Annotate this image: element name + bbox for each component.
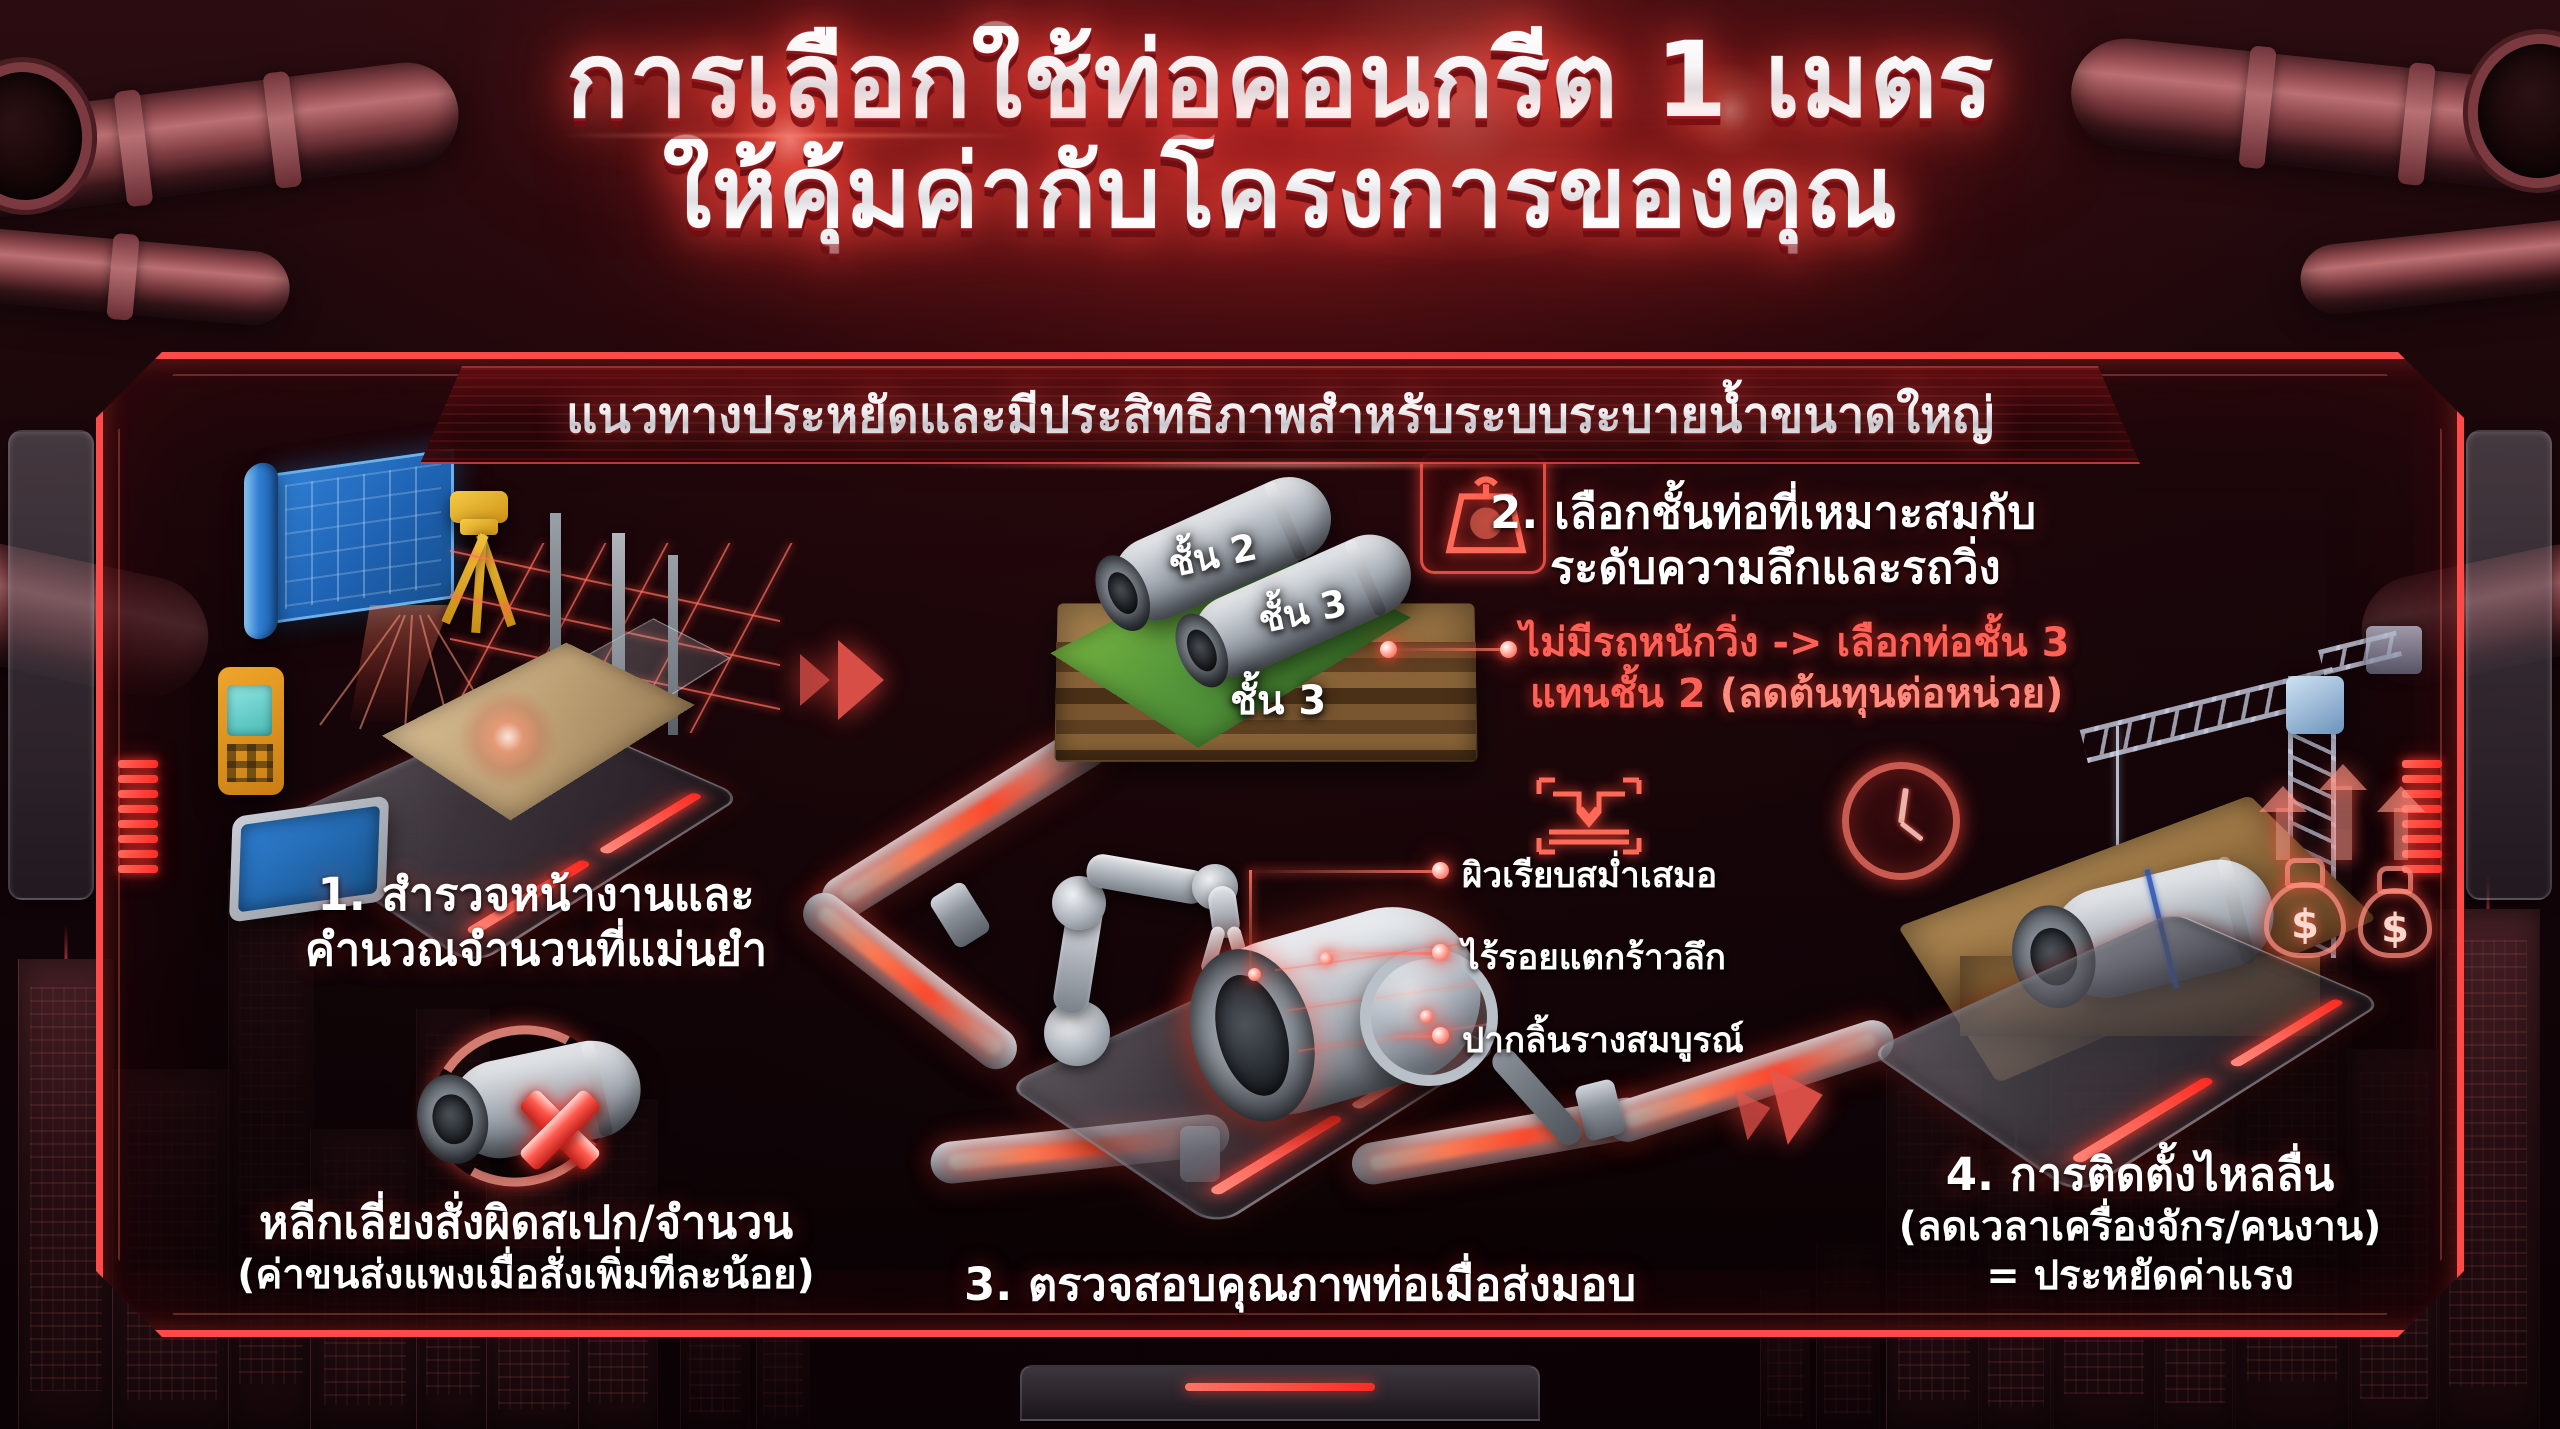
warning-line-2: (ค่าขนส่งแพงเมื่อสั่งเพิ่มทีละน้อย) — [237, 1251, 815, 1298]
close-icon — [514, 1084, 606, 1176]
rejected-pipe-icon — [386, 1006, 676, 1206]
step-4-text: 4. การติดตั้งไหลลื่น (ลดเวลาเครื่องจักร/… — [1850, 1148, 2430, 1302]
step-1-text: 1. สำรวจหน้างานและ คำนวณจำนวนที่แม่นยำ — [216, 868, 856, 978]
check-leader-3 — [1392, 1035, 1442, 1038]
check-dot-3 — [1432, 1027, 1449, 1044]
quality-check-1: ผิวเรียบสม่ำเสมอ — [1462, 856, 1718, 896]
step-2-note-line-2: แทนชั้น 2 (ลดต้นทุนต่อหน่วย) — [1530, 669, 2260, 720]
step-3-illustration — [930, 820, 1630, 1250]
money-bag-icon-2: $ — [2358, 866, 2432, 958]
chassis-bottom-tab — [1020, 1365, 1540, 1421]
step-2-text: 2. เลือกชั้นท่อที่เหมาะสมกับ ระดับความลึ… — [1490, 486, 2230, 596]
connector-dot-step2-end — [1500, 641, 1517, 658]
up-arrow-icon-1 — [2276, 808, 2290, 860]
step-1-title-line-1: 1. สำรวจหน้างานและ — [317, 868, 755, 921]
check-leader-vertical — [1249, 870, 1252, 970]
subtitle-underglow — [900, 462, 1660, 468]
step-2-title-line-1: 2. เลือกชั้นท่อที่เหมาะสมกับ — [1490, 486, 2037, 539]
step-2-illustration: ชั้น 2 ชั้น 3 ชั้น 3 — [1020, 452, 1580, 790]
money-bag-2-symbol: $ — [2381, 906, 2409, 953]
step-2-note-line-2-paren: (ลดต้นทุนต่อหน่วย) — [1719, 671, 2064, 718]
chevron-arrow-icon-step1-step2 — [800, 640, 884, 720]
up-arrow-icon-3 — [2394, 808, 2408, 860]
money-bag-1-symbol: $ — [2291, 902, 2319, 948]
warning-line-1: หลีกเลี่ยงสั่งผิดสเปก/จำนวน — [258, 1196, 794, 1249]
connector-line-step2 — [1392, 648, 1510, 651]
step-4-sub-line-2: = ประหยัดค่าแรง — [1986, 1253, 2294, 1300]
step-1-illustration — [200, 448, 820, 968]
warning-text: หลีกเลี่ยงสั่งผิดสเปก/จำนวน (ค่าขนส่งแพง… — [176, 1196, 876, 1300]
check-leader-1 — [1249, 870, 1439, 873]
check-dot-2 — [1432, 944, 1449, 961]
laser-distance-meter-icon — [218, 667, 284, 795]
check-dot-1 — [1432, 862, 1449, 879]
up-arrow-icon-2 — [2334, 786, 2352, 860]
subtitle-text: แนวทางประหยัดและมีประสิทธิภาพสำหรับระบบร… — [566, 376, 1994, 454]
page-title-line-1: การเลือกใช้ท่อคอนกรีต 1 เมตร — [0, 25, 2560, 135]
connector-dot-step2 — [1380, 641, 1397, 658]
step-2-note-line-1: ไม่มีรถหนักวิ่ง -> เลือกท่อชั้น 3 — [1520, 620, 2070, 666]
check-leader-2 — [1322, 952, 1440, 955]
step-2-title-line-2: ระดับความลึกและรถวิ่ง — [1550, 540, 2001, 594]
page-title-line-2: ให้คุ้มค่ากับโครงการของคุณ — [0, 139, 2560, 244]
inspection-point-2 — [1320, 952, 1333, 965]
quality-check-3: ปากลิ้นรางสมบูรณ์ — [1462, 1021, 1744, 1061]
step-4-title: 4. การติดตั้งไหลลื่น — [1945, 1148, 2335, 1201]
chassis-plate-right — [2466, 430, 2552, 900]
step-4-sub-line-1: (ลดเวลาเครื่องจักร/คนงาน) — [1898, 1203, 2382, 1250]
inspection-point-1 — [1248, 968, 1261, 981]
vent-bars-left — [118, 760, 158, 873]
robot-arm-icon — [1020, 840, 1280, 1070]
money-bags-group: $ $ — [2260, 774, 2450, 964]
ground-class-3-label: ชั้น 3 — [1230, 678, 1327, 724]
inspection-point-3 — [1420, 1010, 1433, 1023]
chassis-plate-left — [8, 430, 94, 900]
quality-check-2: ไร้รอยแตกร้าวลึก — [1462, 938, 1726, 978]
step-2-note: ไม่มีรถหนักวิ่ง -> เลือกท่อชั้น 3 แทนชั้… — [1520, 618, 2260, 720]
step-3-text: 3. ตรวจสอบคุณภาพท่อเมื่อส่งมอบ — [940, 1258, 1660, 1313]
money-bag-icon-1: $ — [2264, 858, 2346, 958]
survey-level-tripod-icon — [426, 491, 536, 634]
step-1-title-line-2: คำนวณจำนวนที่แม่นยำ — [304, 922, 768, 976]
step-3-title: 3. ตรวจสอบคุณภาพท่อเมื่อส่งมอบ — [963, 1258, 1637, 1311]
step-2-note-line-2-main: แทนชั้น 2 — [1530, 671, 1720, 718]
pipe-joint-groove-icon — [1528, 768, 1650, 864]
header: การเลือกใช้ท่อคอนกรีต 1 เมตร ให้คุ้มค่าก… — [0, 25, 2560, 244]
clock-icon — [1842, 762, 1960, 880]
subtitle-banner: แนวทางประหยัดและมีประสิทธิภาพสำหรับระบบร… — [420, 366, 2140, 464]
